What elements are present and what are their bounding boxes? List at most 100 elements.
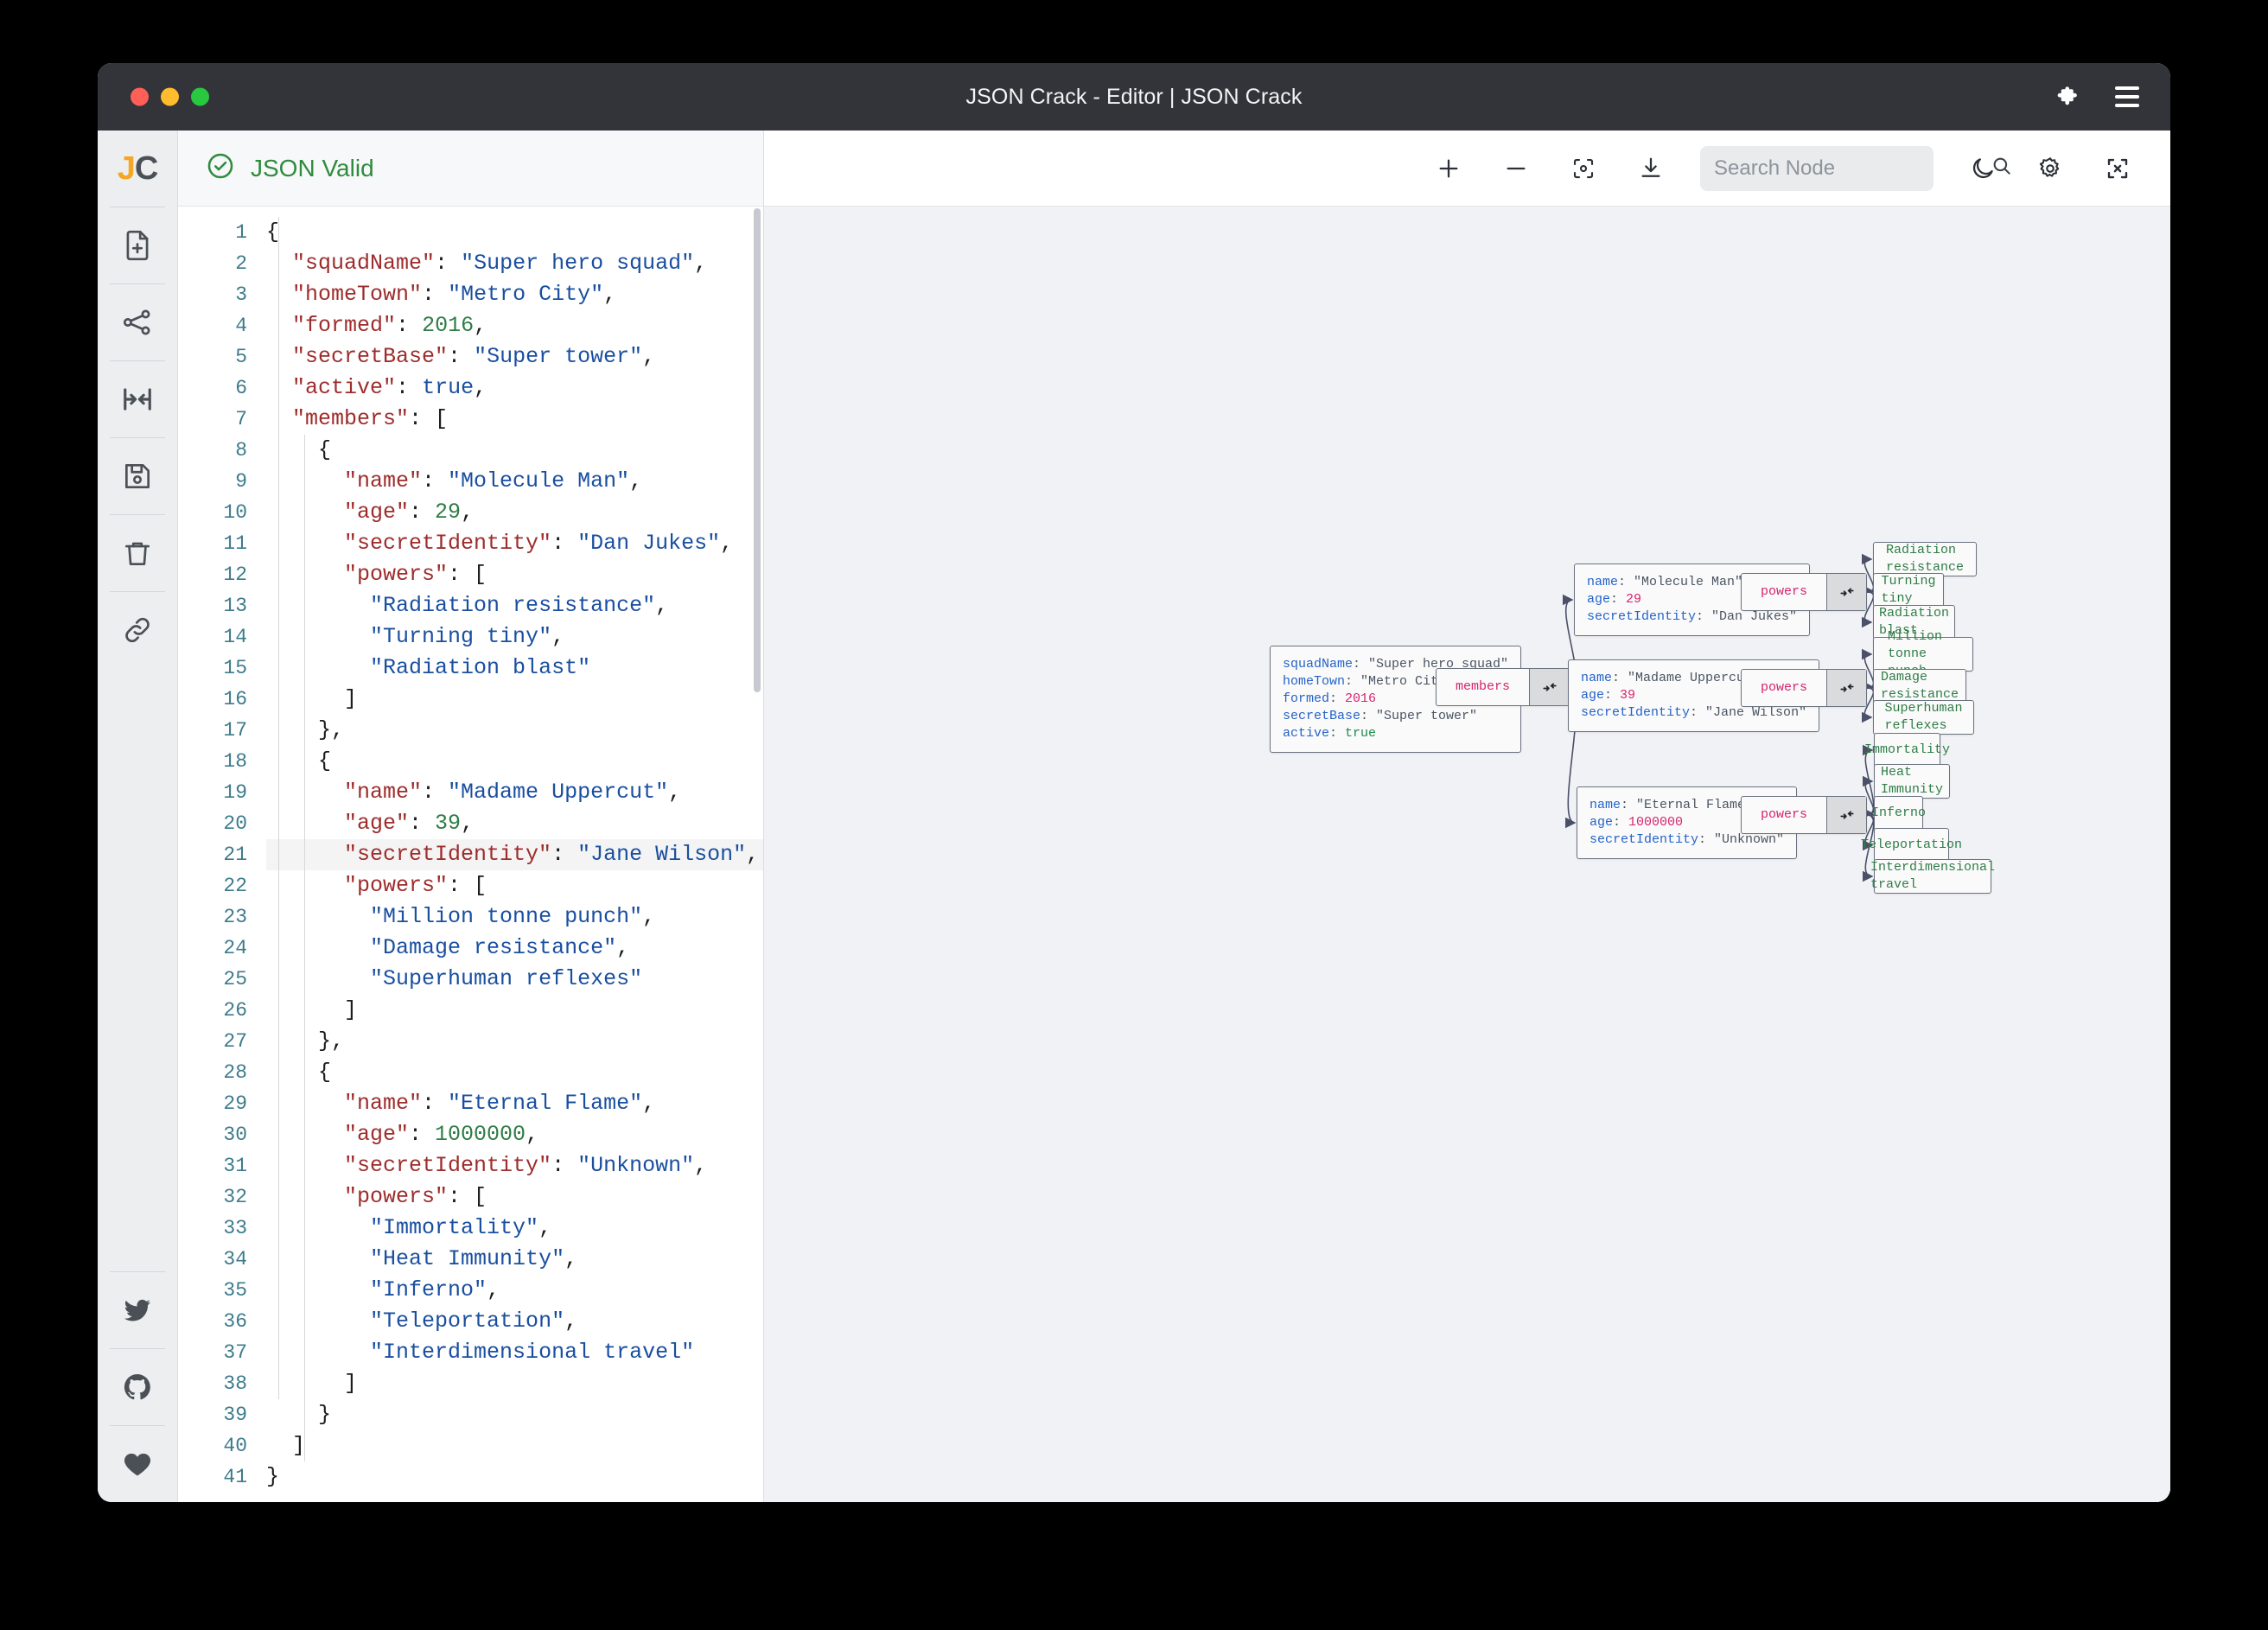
sidebar-item-github[interactable] xyxy=(98,1349,178,1425)
graph-node-leaf[interactable]: Turning tiny xyxy=(1873,573,1944,608)
code-line[interactable]: "Superhuman reflexes" xyxy=(370,966,643,991)
editor-vertical-scrollbar[interactable] xyxy=(751,207,763,1502)
code-line[interactable]: "members": [ xyxy=(292,406,449,431)
node-row: age: 29 xyxy=(1587,592,1642,607)
collapse-node-icon[interactable] xyxy=(1826,797,1867,833)
code-line[interactable]: "squadName": "Super hero squad", xyxy=(292,251,708,276)
code-line[interactable]: "Radiation blast" xyxy=(370,655,591,680)
close-window-button[interactable] xyxy=(131,87,149,106)
search-input[interactable] xyxy=(1714,156,1982,181)
zoom-in-icon[interactable] xyxy=(1430,150,1467,187)
code-line[interactable]: "name": "Madame Uppercut", xyxy=(344,780,682,805)
code-line[interactable]: "Damage resistance", xyxy=(370,935,630,960)
code-line[interactable]: "Immortality", xyxy=(370,1215,552,1240)
node-key: homeTown xyxy=(1283,674,1346,689)
code-line[interactable]: ] xyxy=(292,1433,306,1458)
code-content[interactable]: { "squadName": "Super hero squad", "home… xyxy=(247,207,763,1502)
maximize-window-button[interactable] xyxy=(191,87,209,106)
graph-node-leaf[interactable]: Radiation resistance xyxy=(1873,542,1977,576)
code-line[interactable]: "Radiation resistance", xyxy=(370,593,669,618)
node-key: secretIdentity xyxy=(1581,705,1691,720)
graph-node-leaf[interactable]: Teleportation xyxy=(1861,828,1962,863)
graph-node-parent[interactable]: powers xyxy=(1741,573,1868,611)
puzzle-extensions-icon[interactable] xyxy=(2053,84,2079,110)
code-line[interactable]: { xyxy=(266,220,280,245)
line-number: 41 xyxy=(223,1466,247,1488)
sidebar-item-graph-view[interactable] xyxy=(98,284,178,360)
moon-icon[interactable] xyxy=(1965,150,2001,187)
graph-node-leaf[interactable]: Radiation blast xyxy=(1873,605,1955,640)
code-line[interactable]: { xyxy=(318,748,332,774)
graph-node-leaf[interactable]: Inferno xyxy=(1871,796,1926,831)
code-line[interactable]: ] xyxy=(344,997,358,1022)
node-value: "Dan Jukes" xyxy=(1711,609,1798,624)
line-number: 14 xyxy=(223,626,247,648)
graph-node-parent[interactable]: powers xyxy=(1741,796,1868,834)
code-line[interactable]: "homeTown": "Metro City", xyxy=(292,282,617,307)
search-icon[interactable] xyxy=(1991,155,2013,181)
code-line[interactable]: }, xyxy=(318,717,345,742)
minimize-window-button[interactable] xyxy=(161,87,179,106)
sidebar-item-delete-file[interactable] xyxy=(98,515,178,591)
code-line[interactable]: "active": true, xyxy=(292,375,487,400)
code-line[interactable]: "Turning tiny", xyxy=(370,624,565,649)
sidebar-item-twitter[interactable] xyxy=(98,1272,178,1348)
sidebar-item-sponsor[interactable] xyxy=(98,1426,178,1502)
code-line[interactable]: "secretIdentity": "Unknown", xyxy=(344,1153,708,1178)
collapse-node-icon[interactable] xyxy=(1826,574,1867,610)
code-line[interactable]: "powers": [ xyxy=(344,1184,487,1209)
code-line[interactable]: "powers": [ xyxy=(344,562,487,587)
code-line[interactable]: "Teleportation", xyxy=(370,1308,578,1334)
graph-node-leaf[interactable]: Immortality xyxy=(1864,733,1950,767)
code-line[interactable]: "secretIdentity": "Jane Wilson", xyxy=(266,839,763,870)
code-line[interactable]: { xyxy=(318,1060,332,1085)
code-line[interactable]: "age": 1000000, xyxy=(344,1122,539,1147)
code-line[interactable]: } xyxy=(266,1464,280,1489)
sidebar-item-new-file[interactable] xyxy=(98,207,178,283)
code-line[interactable]: "Million tonne punch", xyxy=(370,904,656,929)
code-line[interactable]: "Inferno", xyxy=(370,1277,500,1302)
search-node-box[interactable] xyxy=(1700,145,2010,191)
sidebar-item-collapse-all[interactable] xyxy=(98,361,178,437)
code-line[interactable]: "formed": 2016, xyxy=(292,313,487,338)
graph-node-leaf[interactable]: Heat Immunity xyxy=(1874,764,1950,799)
zoom-out-icon[interactable] xyxy=(1498,150,1534,187)
graph-canvas[interactable]: squadName: "Super hero squad"homeTown: "… xyxy=(764,207,2170,1502)
scrollbar-thumb[interactable] xyxy=(754,208,761,692)
graph-node-parent[interactable]: members xyxy=(1436,668,1570,706)
line-number: 15 xyxy=(223,657,247,679)
code-line[interactable]: ] xyxy=(344,686,358,711)
code-line[interactable]: "age": 39, xyxy=(344,811,475,836)
hamburger-menu-icon[interactable] xyxy=(2115,86,2139,107)
fullscreen-icon[interactable] xyxy=(2099,150,2136,187)
code-line[interactable]: "Interdimensional travel" xyxy=(370,1340,695,1365)
line-number: 4 xyxy=(235,315,247,337)
center-focus-icon[interactable] xyxy=(1565,150,1602,187)
code-line[interactable]: "age": 29, xyxy=(344,500,475,525)
download-icon[interactable] xyxy=(1633,150,1669,187)
graph-node-parent[interactable]: powers xyxy=(1741,669,1868,707)
graph-node-leaf[interactable]: Interdimensional travel xyxy=(1870,859,1996,894)
code-line[interactable]: "name": "Eternal Flame", xyxy=(344,1091,656,1116)
graph-node-leaf[interactable]: Superhuman reflexes xyxy=(1873,700,1974,735)
code-line[interactable]: "Heat Immunity", xyxy=(370,1246,578,1271)
code-line[interactable]: { xyxy=(318,437,332,462)
collapse-node-icon[interactable] xyxy=(1529,669,1570,705)
code-line[interactable]: "secretBase": "Super tower", xyxy=(292,344,656,369)
code-line[interactable]: "powers": [ xyxy=(344,873,487,898)
sidebar-item-share-link[interactable] xyxy=(98,592,178,668)
code-line[interactable]: }, xyxy=(318,1028,345,1054)
gear-icon[interactable] xyxy=(2032,150,2068,187)
code-line[interactable]: "secretIdentity": "Dan Jukes", xyxy=(344,531,734,556)
code-line[interactable]: } xyxy=(318,1402,332,1427)
code-line[interactable]: ] xyxy=(344,1371,358,1396)
graph-node-leaf[interactable]: Million tonne punch xyxy=(1873,629,1973,678)
graph-node-leaf[interactable]: Damage resistance xyxy=(1873,669,1966,704)
sidebar-item-save-file[interactable] xyxy=(98,438,178,514)
code-line[interactable]: "name": "Molecule Man", xyxy=(344,468,643,493)
collapse-node-icon[interactable] xyxy=(1826,670,1867,706)
